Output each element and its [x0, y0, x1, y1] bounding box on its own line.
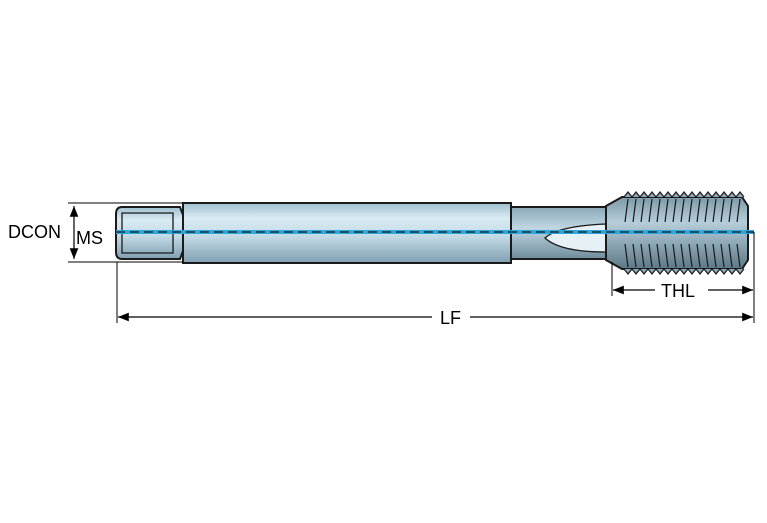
thread-flank — [704, 243, 709, 268]
ms-label: MS — [76, 228, 103, 248]
thread-flank — [680, 243, 685, 268]
thread-flank — [712, 198, 717, 223]
thread-flank — [688, 198, 693, 223]
thread-flank — [704, 198, 709, 223]
thread-flank — [624, 198, 629, 223]
thread-flank — [728, 198, 733, 223]
thread-teeth — [623, 191, 745, 275]
thread-flank — [640, 198, 645, 223]
thread-flank — [712, 243, 717, 268]
thread-flank — [624, 243, 629, 268]
thread-crest-bottom — [623, 268, 745, 275]
thread-flank — [672, 198, 677, 223]
thread-flank — [696, 243, 701, 268]
thread-flank — [688, 243, 693, 268]
thread-flank — [736, 243, 741, 268]
thread-flank — [632, 243, 637, 268]
thread-flank — [664, 243, 669, 268]
lf-label: LF — [440, 308, 461, 328]
thread-crest-top — [623, 191, 745, 198]
thread-flank — [736, 198, 741, 223]
thread-flank — [680, 198, 685, 223]
thread-flank — [696, 198, 701, 223]
thread-flank — [656, 243, 661, 268]
thread-flank — [656, 198, 661, 223]
thread-flank — [640, 243, 645, 268]
thread-flank — [728, 243, 733, 268]
dcon-label: DCON — [8, 222, 61, 242]
thread-flank — [720, 243, 725, 268]
square-drive-flat — [121, 212, 174, 254]
thread-flank — [664, 198, 669, 223]
thl-label: THL — [661, 281, 695, 301]
thread-flank — [648, 198, 653, 223]
thread-flank — [648, 243, 653, 268]
thread-flank — [720, 198, 725, 223]
thread-flank — [632, 198, 637, 223]
thread-flank — [672, 243, 677, 268]
